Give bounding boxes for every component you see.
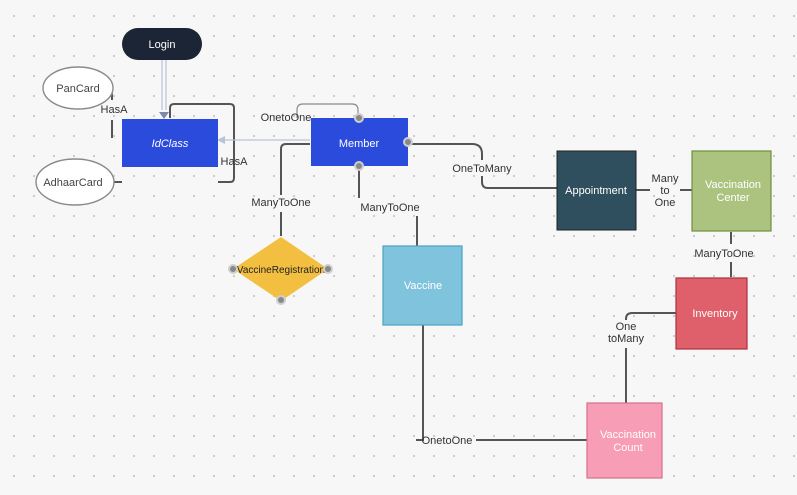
- arrow-head-icon: [217, 136, 225, 144]
- label-manytoone-registration: ManyToOne: [251, 197, 310, 209]
- label-many-to-one-2: to: [660, 185, 669, 197]
- vaccine-registration-label: VaccineRegistration: [237, 265, 325, 276]
- idclass-label: IdClass: [152, 138, 189, 150]
- connector-inventory-count[interactable]: [625, 312, 676, 403]
- appointment-label: Appointment: [565, 185, 627, 197]
- member-node[interactable]: Member: [311, 118, 408, 166]
- label-one-tomany-2: toMany: [608, 333, 645, 345]
- vaccination-count-label-1: Vaccination: [600, 429, 656, 441]
- label-manytoone-inventory: ManyToOne: [694, 248, 753, 260]
- pancard-label: PanCard: [56, 83, 99, 95]
- connector-member-appointment-lower[interactable]: [481, 176, 557, 189]
- vaccination-count-node[interactable]: Vaccination Count: [586, 402, 663, 479]
- member-handle-right[interactable]: [403, 137, 413, 147]
- label-many-to-one-3: One: [655, 197, 676, 209]
- inventory-label: Inventory: [692, 308, 738, 320]
- vaccine-registration-node[interactable]: VaccineRegistration: [233, 237, 328, 301]
- label-hasa-pan: HasA: [101, 104, 129, 116]
- vaccination-center-node[interactable]: Vaccination Center: [691, 150, 772, 232]
- vaccination-center-label-2: Center: [716, 192, 749, 204]
- label-one-tomany-1: One: [616, 321, 637, 333]
- adhaarcard-node[interactable]: AdhaarCard: [35, 158, 115, 206]
- appointment-node[interactable]: Appointment: [556, 150, 637, 231]
- connector-login-idclass[interactable]: [161, 60, 167, 110]
- label-onetomany-appointment: OneToMany: [452, 163, 512, 175]
- label-hasa-adhaar: HasA: [221, 156, 249, 168]
- label-manytoone-vaccine: ManyToOne: [360, 202, 419, 214]
- login-node[interactable]: Login: [122, 28, 202, 60]
- member-handle-bottom[interactable]: [354, 161, 364, 171]
- connector-member-appointment[interactable]: [408, 143, 483, 160]
- adhaarcard-label: AdhaarCard: [43, 177, 102, 189]
- member-handle-top[interactable]: [354, 113, 364, 123]
- idclass-node[interactable]: IdClass: [122, 119, 218, 167]
- registration-handle-bottom[interactable]: [276, 295, 286, 305]
- connector-member-registration[interactable]: [280, 143, 310, 195]
- registration-handle-right[interactable]: [323, 264, 333, 274]
- connector-member-self[interactable]: [296, 103, 359, 118]
- pancard-node[interactable]: PanCard: [42, 66, 114, 110]
- member-label: Member: [339, 138, 380, 150]
- label-many-to-one-1: Many: [652, 173, 679, 185]
- arrow-head-icon: [159, 112, 169, 119]
- vaccination-center-label-1: Vaccination: [705, 179, 761, 191]
- connector-vaccine-count[interactable]: [416, 325, 587, 441]
- registration-handle-left[interactable]: [228, 264, 238, 274]
- label-onetoone-count: OnetoOne: [422, 435, 473, 447]
- inventory-node[interactable]: Inventory: [675, 277, 748, 350]
- connector-idclass-adhaar[interactable]: [169, 103, 235, 183]
- vaccine-node[interactable]: Vaccine: [382, 245, 463, 326]
- label-onetoone-member: OnetoOne: [261, 112, 312, 124]
- vaccination-count-label-2: Count: [613, 442, 642, 454]
- vaccine-label: Vaccine: [404, 280, 442, 292]
- login-label: Login: [149, 39, 176, 51]
